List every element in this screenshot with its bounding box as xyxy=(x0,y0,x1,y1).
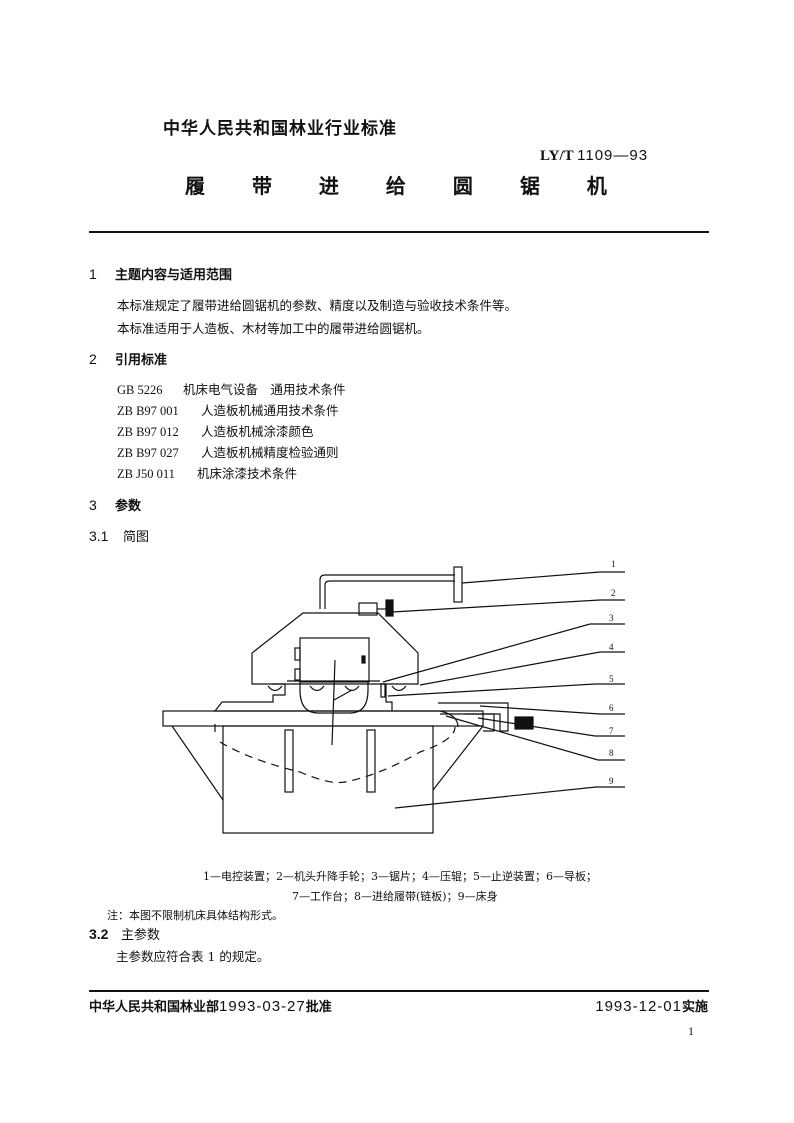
footer-divider xyxy=(89,990,709,992)
section-number: 2 xyxy=(89,351,97,367)
reference-title: 人造板机械通用技术条件 xyxy=(201,403,339,418)
section-title: 引用标准 xyxy=(115,353,168,368)
section-number: 3 xyxy=(89,497,97,513)
svg-text:7: 7 xyxy=(609,726,614,736)
paragraph: 主参数应符合表 1 的规定。 xyxy=(116,949,270,964)
reference-code: ZB B97 027 xyxy=(117,446,179,460)
reference-code: GB 5226 xyxy=(117,383,163,397)
reference-item: ZB J50 011 机床涂漆技术条件 xyxy=(117,463,297,482)
approval-line: 中华人民共和国林业部1993-03-27批准 xyxy=(89,996,332,1015)
standard-number: LY/T 1109—93 xyxy=(540,147,648,165)
reference-title: 机床涂漆技术条件 xyxy=(197,466,298,481)
section-title: 简图 xyxy=(123,530,150,545)
svg-text:9: 9 xyxy=(609,776,614,786)
svg-text:5: 5 xyxy=(609,674,614,684)
effective-line: 1993-12-01实施 xyxy=(595,996,708,1015)
reference-item: ZB B97 012 人造板机械涂漆颜色 xyxy=(117,421,314,440)
reference-item: ZB B97 001 人造板机械通用技术条件 xyxy=(117,400,339,419)
figure-caption-line-1: 1—电控装置；2—机头升降手轮；3—锯片；4—压辊；5—止逆装置；6—导板； xyxy=(203,870,597,883)
approver: 中华人民共和国林业部 xyxy=(89,1000,220,1015)
section-3-1-heading: 3.1 简图 xyxy=(89,526,149,545)
svg-text:1: 1 xyxy=(611,559,616,569)
effective-date: 1993-12-01 xyxy=(595,998,682,1015)
standard-code: 1109—93 xyxy=(577,147,649,164)
svg-text:2: 2 xyxy=(611,588,616,598)
section-2-heading: 2 引用标准 xyxy=(89,349,167,368)
issuing-organization: 中华人民共和国林业行业标准 xyxy=(163,119,397,139)
paragraph: 本标准适用于人造板、木材等加工中的履带进给圆锯机。 xyxy=(117,321,430,336)
document-title: 履 带 进 给 圆 锯 机 xyxy=(185,174,627,198)
reference-title: 机床电气设备 通用技术条件 xyxy=(183,382,346,397)
header-divider xyxy=(89,231,709,233)
approve-label: 批准 xyxy=(305,1000,332,1015)
section-title: 主参数 xyxy=(121,928,161,943)
section-3-heading: 3 参数 xyxy=(89,495,141,514)
paragraph: 本标准规定了履带进给圆锯机的参数、精度以及制造与验收技术条件等。 xyxy=(117,298,518,313)
reference-title: 人造板机械精度检验通则 xyxy=(201,445,339,460)
section-1-heading: 1 主题内容与适用范围 xyxy=(89,264,232,283)
section-3-2-heading: 3.2 主参数 xyxy=(89,924,160,943)
reference-item: ZB B97 027 人造板机械精度检验通则 xyxy=(117,442,339,461)
section-title: 参数 xyxy=(115,499,142,514)
reference-code: ZB B97 012 xyxy=(117,425,179,439)
svg-text:4: 4 xyxy=(609,642,614,652)
approve-date: 1993-03-27 xyxy=(219,998,306,1015)
svg-text:8: 8 xyxy=(609,748,614,758)
svg-text:6: 6 xyxy=(609,703,614,713)
reference-code: ZB J50 011 xyxy=(117,467,175,481)
figure-note: 注：本图不限制机床具体结构形式。 xyxy=(107,909,283,922)
standard-prefix: LY/T xyxy=(540,148,574,164)
reference-title: 人造板机械涂漆颜色 xyxy=(201,424,314,439)
section-number: 1 xyxy=(89,266,97,282)
section-number: 3.2 xyxy=(89,926,109,942)
page-number: 1 xyxy=(688,1024,694,1038)
svg-text:3: 3 xyxy=(609,613,614,623)
figure-callouts: 1 2 3 4 5 6 7 8 9 xyxy=(609,559,616,786)
section-number: 3.1 xyxy=(89,528,109,544)
reference-code: ZB B97 001 xyxy=(117,404,179,418)
section-title: 主题内容与适用范围 xyxy=(115,268,233,283)
figure-caption-line-2: 7—工作台；8—进给履带(链板)；9—床身 xyxy=(292,890,498,903)
effective-label: 实施 xyxy=(681,1000,708,1015)
reference-item: GB 5226 机床电气设备 通用技术条件 xyxy=(117,379,346,398)
